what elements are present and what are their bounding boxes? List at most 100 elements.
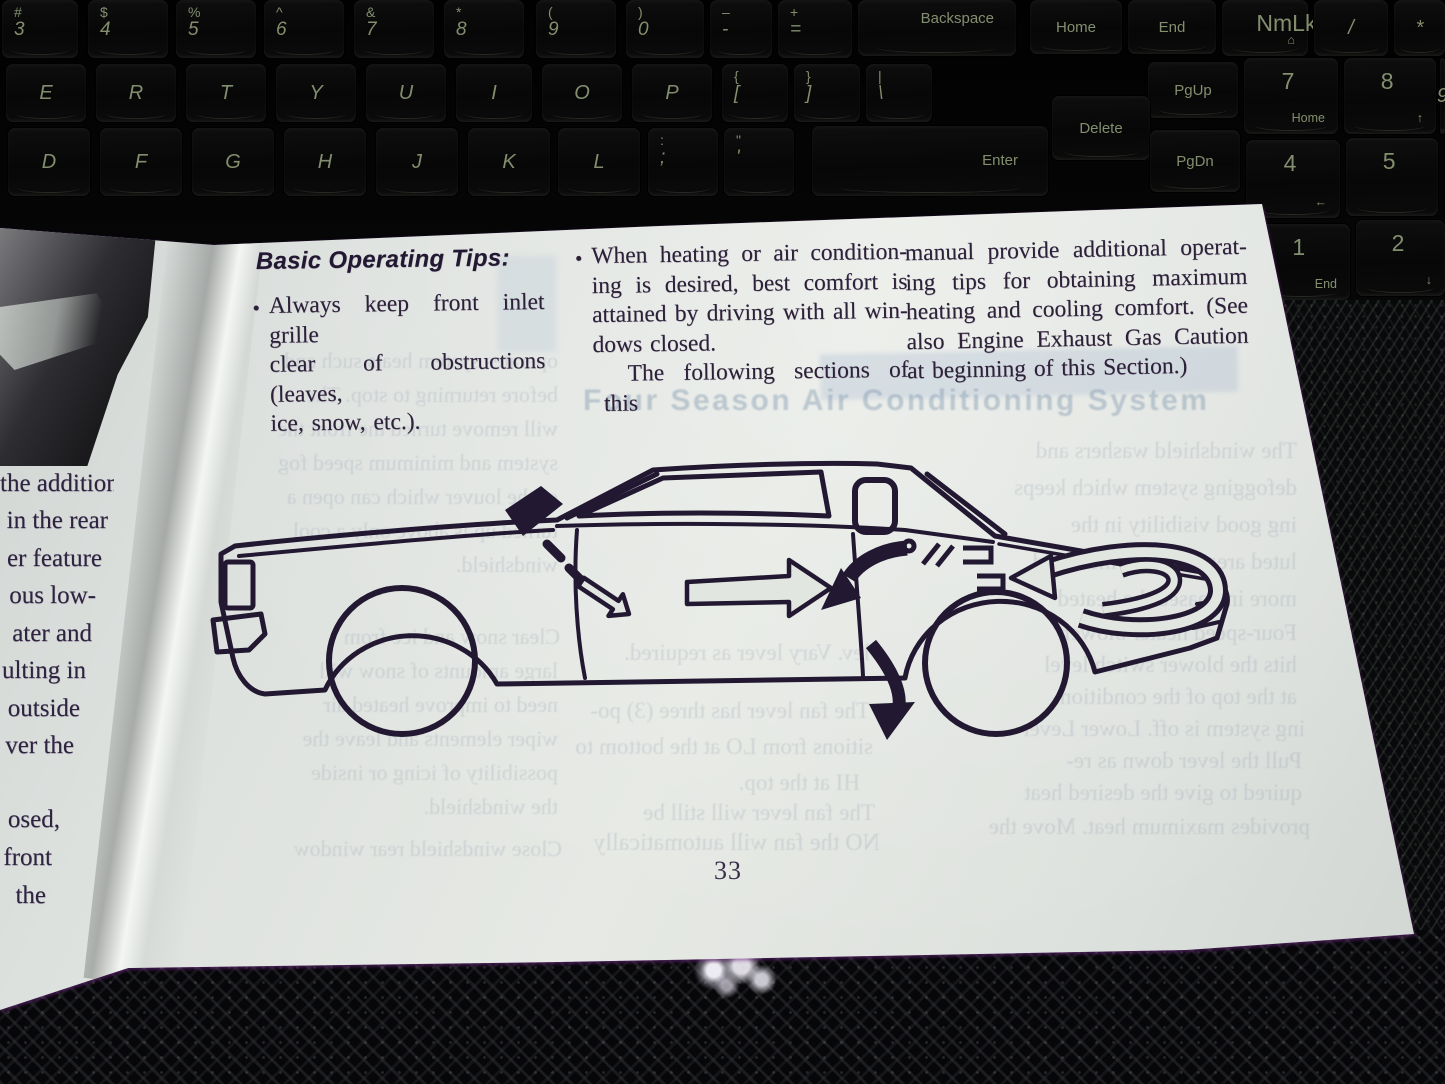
page-number: 33	[714, 856, 742, 885]
key-5: %5	[176, 0, 256, 58]
front-bumper	[210, 611, 268, 655]
ghost-text-line: Close windshield rear window	[293, 836, 562, 861]
key-8: *8	[444, 0, 524, 58]
bullet-marker: •	[574, 246, 583, 271]
key-numpad-9: 9	[1437, 58, 1445, 134]
arrow-exiting-under-rear	[865, 639, 915, 740]
key-j: J	[376, 128, 458, 196]
section-heading: Basic Operating Tips:	[255, 244, 510, 275]
partial-text-line: outside	[7, 695, 80, 722]
key-enter: Enter	[812, 126, 1048, 196]
key-e: E	[6, 64, 86, 122]
key-6: ^6	[264, 0, 344, 58]
key-minus: –-	[710, 0, 772, 58]
partial-text-line: ver the	[5, 732, 74, 759]
key-numpad-5: 5	[1346, 138, 1438, 216]
looping-arrow-at-rear	[1008, 542, 1229, 638]
curved-arrow-down-behind-door	[821, 540, 908, 610]
ghost-text-line: NO the fan will automatically	[593, 830, 880, 856]
key-bracket-right: }]	[794, 64, 860, 122]
key-numpad-2: 2↓	[1356, 220, 1445, 296]
door-cut-rear	[851, 532, 865, 678]
text-line: ing is desired, best comfort is	[591, 268, 908, 299]
headlamp	[222, 559, 256, 611]
key-quote: "'	[724, 128, 794, 196]
key-i: I	[456, 64, 532, 122]
key-numpad-8: 8↑	[1344, 58, 1436, 134]
key-0: )0	[626, 0, 704, 58]
text-line: dows closed.	[592, 329, 717, 358]
key-end: End	[1128, 0, 1216, 54]
ghost-heading: Four Season Air Conditioning System	[583, 384, 1210, 417]
door-glass	[576, 469, 832, 519]
key-semicolon: :;	[648, 128, 718, 196]
partial-text-line: the	[15, 882, 46, 909]
bullet-marker: •	[252, 295, 261, 321]
key-9: (9	[536, 0, 616, 58]
rear-wheel	[922, 589, 1070, 737]
partial-text-line: ater and	[12, 620, 92, 647]
rear-glass-line	[924, 471, 1008, 537]
beltline	[555, 521, 995, 544]
key-g: G	[192, 128, 274, 196]
partial-text-line: er feature	[6, 545, 102, 572]
text-line: ice, snow, etc.).	[270, 408, 421, 437]
key-o: O	[542, 64, 622, 122]
key-k: K	[468, 128, 550, 196]
rear-quarter-exhaust-louvers	[901, 538, 1006, 592]
dashed-airflow-into-dash	[542, 539, 586, 585]
partial-text-line: osed,	[7, 806, 60, 833]
text-line: The following sections of this	[603, 356, 909, 417]
text-line: attained by driving with all win-	[591, 297, 908, 329]
column-3: manual provide additional operat-ing tip…	[905, 233, 1250, 387]
front-wheel	[326, 585, 478, 737]
key-pgdn: PgDn	[1150, 130, 1240, 192]
key-delete: Delete	[1052, 96, 1150, 160]
key-numpad-star: *	[1394, 0, 1445, 56]
cowl-air-inlet	[505, 486, 563, 536]
key-4: $4	[88, 0, 168, 58]
column-1: Basic Operating Tips: • Always keep fron…	[252, 244, 547, 440]
car-airflow-diagram	[210, 460, 1230, 740]
partial-text-line: ulting in	[1, 657, 86, 684]
partial-text-line: the addition	[0, 470, 114, 497]
text-line: clear of obstructions (leaves,	[269, 347, 546, 408]
paragraph: manual provide additional operat-ing tip…	[905, 233, 1250, 387]
key-l: L	[558, 128, 640, 196]
key-home: Home	[1030, 0, 1122, 54]
key-d: D	[8, 128, 90, 196]
door-cut-front	[573, 528, 587, 680]
key-p: P	[632, 64, 712, 122]
key-3: #3	[2, 0, 78, 58]
key-t: T	[186, 64, 266, 122]
a-pillar	[564, 471, 660, 521]
paragraph: The following sections of this	[603, 356, 909, 419]
key-numpad-slash: /	[1314, 0, 1388, 56]
large-arrow-through-cabin	[684, 557, 834, 619]
key-bracket-left: {[	[722, 64, 788, 122]
arrow-into-front-footwell	[575, 575, 632, 619]
key-f: F	[100, 128, 182, 196]
ghost-text-line: The fan lever will still be	[643, 800, 875, 825]
partial-text-line: in the rear	[6, 507, 108, 534]
opera-window	[852, 477, 898, 535]
text-line: When heating or air condition-	[591, 238, 908, 270]
key-pgup: PgUp	[1148, 62, 1238, 118]
key-u: U	[366, 64, 446, 122]
photo-highlight	[0, 293, 121, 370]
key-numlock: NmLk⌂	[1222, 0, 1316, 56]
key-y: Y	[276, 64, 356, 122]
bullet-text: When heating or air condition-ing is des…	[591, 238, 908, 360]
key-backspace: Backspace	[858, 0, 1016, 56]
key-r: R	[96, 64, 176, 122]
partial-text-line: front	[3, 844, 52, 871]
column-2: • When heating or air condition-ing is d…	[575, 238, 909, 420]
hood-line	[237, 528, 555, 558]
key-backslash: |\	[866, 64, 932, 122]
key-7: &7	[354, 0, 434, 58]
key-h: H	[284, 128, 366, 196]
